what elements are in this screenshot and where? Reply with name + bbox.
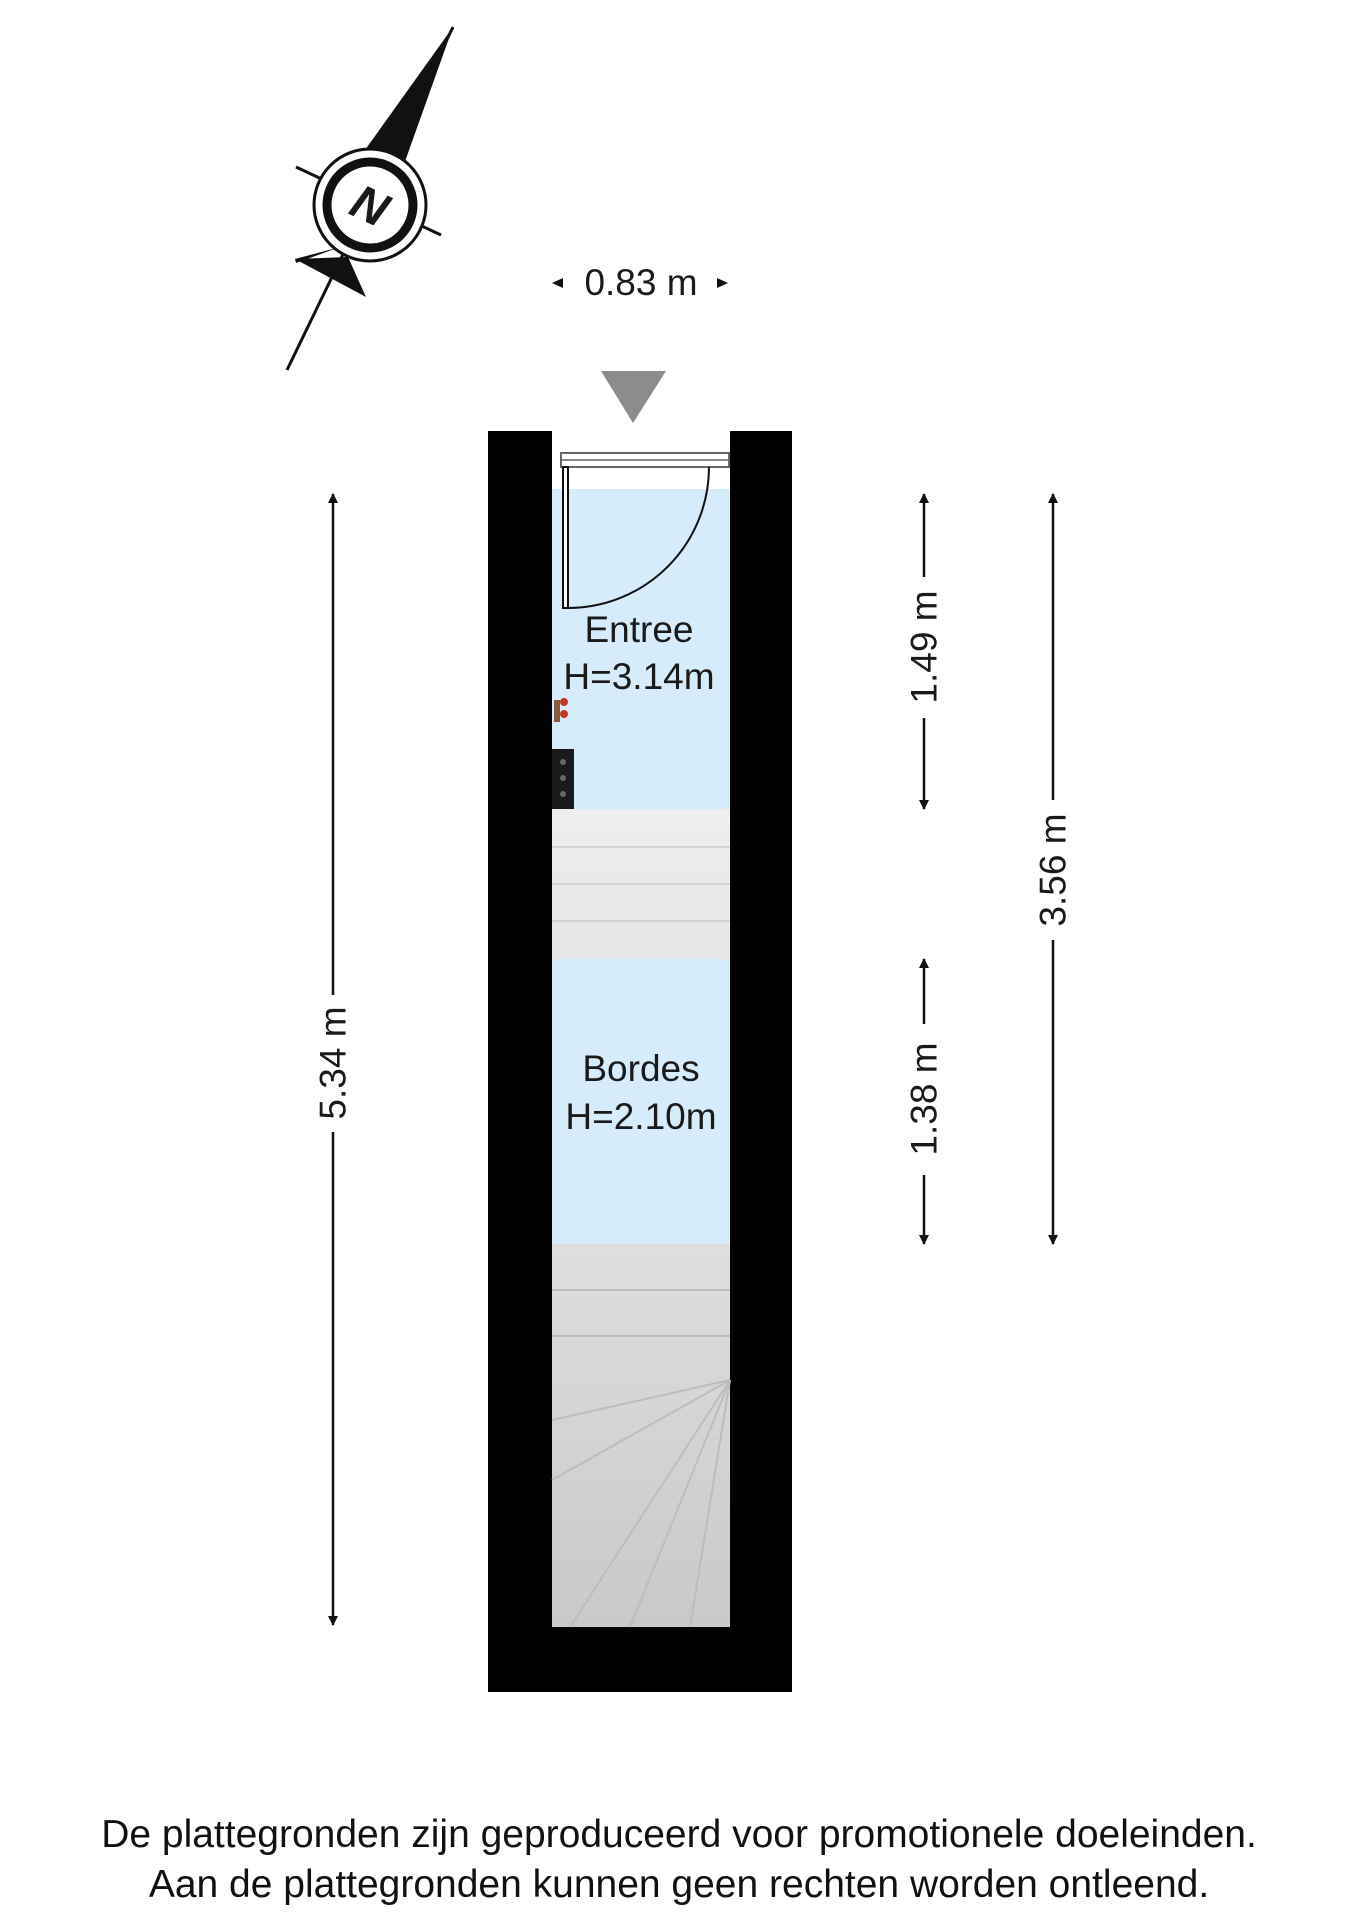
room-bordes-height: H=2.10m — [565, 1096, 716, 1137]
disclaimer: De plattegronden zijn geproduceerd voor … — [0, 1810, 1358, 1910]
dimension-total-left: 5.34 m — [313, 493, 354, 1626]
door-swing-arc — [567, 466, 710, 609]
compass-south-needle — [295, 257, 366, 297]
arrow-left-icon — [552, 278, 563, 288]
entrance-arrow-icon — [601, 371, 666, 423]
room-entree-height: H=3.14m — [563, 656, 714, 697]
dimension-combined-label: 3.56 m — [1033, 813, 1074, 926]
dimension-width-top: 0.83 m — [552, 262, 728, 303]
stairs-lower — [552, 1244, 730, 1627]
compass-inner-ring — [322, 157, 418, 253]
dimension-width-label: 0.83 m — [584, 262, 697, 303]
dimension-entree-right: 1.49 m — [904, 493, 945, 810]
room-entree-floor — [552, 489, 730, 809]
disclaimer-line-1: De plattegronden zijn geproduceerd voor … — [101, 1813, 1257, 1856]
arrow-right-icon — [717, 278, 728, 288]
dimension-bordes-label: 1.38 m — [904, 1042, 945, 1155]
compass: N — [285, 26, 455, 371]
stairs-upper-treads — [552, 846, 730, 922]
room-entree-name: Entree — [584, 609, 693, 650]
entrance-door — [560, 452, 730, 609]
dimension-combined-right: 3.56 m — [1033, 493, 1074, 1245]
disclaimer-line-2: Aan de plattegronden kunnen geen rechten… — [148, 1863, 1210, 1906]
meter-panel-icon — [552, 749, 574, 809]
compass-north-needle — [350, 27, 453, 181]
stairs-lower-treads — [551, 1289, 731, 1628]
door-leaf — [562, 466, 569, 609]
dimension-entree-label: 1.49 m — [904, 590, 945, 703]
room-bordes-name: Bordes — [582, 1048, 699, 1089]
coat-hook-icon — [554, 698, 568, 722]
dimension-total-label: 5.34 m — [313, 1006, 354, 1119]
room-bordes-floor — [552, 959, 730, 1244]
dimension-bordes-right: 1.38 m — [904, 958, 945, 1245]
compass-west-needle — [295, 247, 340, 263]
